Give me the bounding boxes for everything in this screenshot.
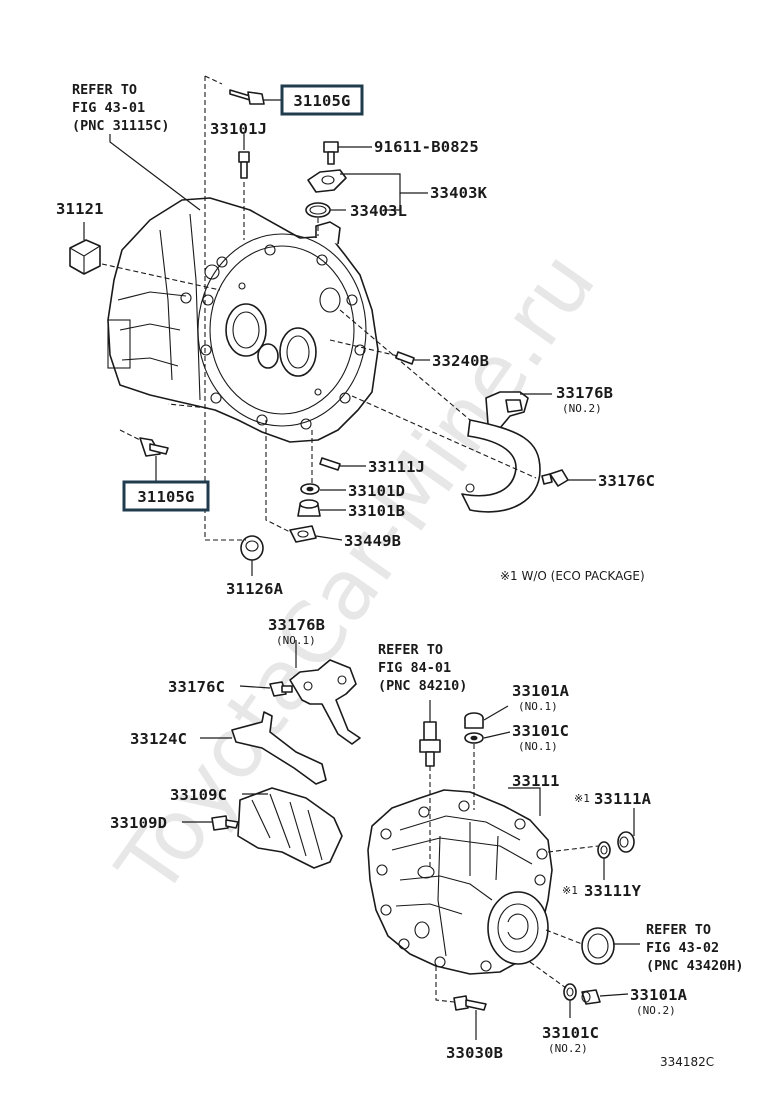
stud-33101j-illustration <box>238 151 250 179</box>
part-label-33176b-no1[interactable]: 33176B (NO.1) <box>268 616 325 647</box>
pin-33111j-illustration <box>319 457 341 471</box>
cover-33109c-illustration <box>237 787 343 869</box>
reference-fig-84-01[interactable]: REFER TO FIG 84-01 (PNC 84210) <box>378 642 467 694</box>
ref-line2: FIG 43-01 <box>72 100 145 116</box>
footnote-eco-package: ※1 W/O (ECO PACKAGE) <box>500 569 645 583</box>
bolt-91611-illustration <box>323 141 339 165</box>
plug-33101a-no2-illustration <box>581 989 601 1005</box>
eco-mark: ※1 <box>562 884 578 897</box>
bracket-33176b-no2-illustration <box>461 391 541 513</box>
part-label-33101c-no1[interactable]: 33101C (NO.1) <box>512 722 569 753</box>
bolt-33176c-low-illustration <box>269 681 293 697</box>
part-label-91611-b0825[interactable]: 91611-B0825 <box>374 138 479 156</box>
plug-31126a-illustration <box>240 535 264 561</box>
part-label-33176b-no2[interactable]: 33176B (NO.2) <box>556 384 613 415</box>
gasket-33449b-illustration <box>289 525 317 543</box>
part-suffix: (NO.2) <box>636 1004 676 1017</box>
part-label-33109c[interactable]: 33109C <box>170 786 227 804</box>
bolt-33030b-illustration <box>453 995 487 1011</box>
clutch-housing-illustration <box>107 197 379 443</box>
part-number: 33111Y <box>584 882 642 900</box>
part-31121-illustration <box>69 239 101 275</box>
pin-33240b-illustration <box>395 351 415 365</box>
highlight-box <box>122 480 210 512</box>
part-number: 33111A <box>594 790 652 808</box>
part-label-33101b[interactable]: 33101B <box>348 502 405 520</box>
part-label-33109d[interactable]: 33109D <box>110 814 167 832</box>
figure-id: 334182C <box>660 1055 714 1069</box>
part-number: 33101A <box>512 682 570 700</box>
part-label-33176c-top[interactable]: 33176C <box>598 472 655 490</box>
part-number: 33101C <box>512 722 569 740</box>
part-number: 33101C <box>542 1024 599 1042</box>
part-suffix: (NO.2) <box>562 402 602 415</box>
ref-line3: (PNC 43420H) <box>646 958 744 974</box>
part-label-31121[interactable]: 31121 <box>56 200 104 218</box>
bolt-33109d-illustration <box>211 815 239 831</box>
part-number: 31105G <box>293 92 350 110</box>
part-label-33030b[interactable]: 33030B <box>446 1044 503 1062</box>
part-label-33101d[interactable]: 33101D <box>348 482 405 500</box>
bolt-31105g-top-illustration <box>229 89 265 105</box>
part-number: 33176B <box>556 384 613 402</box>
upper-guide-lines <box>101 75 537 541</box>
highlight-box <box>280 84 364 116</box>
lower-guide-lines <box>429 744 599 1003</box>
part-label-33240b[interactable]: 33240B <box>432 352 489 370</box>
part-label-33449b[interactable]: 33449B <box>344 532 401 550</box>
part-label-33111y[interactable]: ※1 33111Y <box>562 882 642 900</box>
eco-mark: ※1 <box>574 792 590 805</box>
part-label-33111j[interactable]: 33111J <box>368 458 425 476</box>
lower-leader-lines <box>182 640 640 1040</box>
reference-fig-43-02[interactable]: REFER TO FIG 43-02 (PNC 43420H) <box>646 922 744 974</box>
part-suffix: (NO.1) <box>518 740 558 753</box>
washer-33101c-no2-illustration <box>563 983 577 1001</box>
part-label-33101a-no2[interactable]: 33101A (NO.2) <box>630 986 688 1017</box>
washer-33101d-illustration <box>300 483 320 495</box>
part-label-31105g-top[interactable]: 31105G <box>280 84 364 116</box>
o-ring-33403l-illustration <box>305 202 331 218</box>
part-number: 33101A <box>630 986 688 1004</box>
part-suffix: (NO.1) <box>276 634 316 647</box>
part-number: 31105G <box>137 488 194 506</box>
part-label-31105g-bottom[interactable]: 31105G <box>122 480 210 512</box>
part-label-31126a[interactable]: 31126A <box>226 580 284 598</box>
part-number: 33176B <box>268 616 325 634</box>
bolt-31105g-bottom-illustration <box>139 437 169 457</box>
part-label-33101j[interactable]: 33101J <box>210 120 267 138</box>
reference-fig-43-01[interactable]: REFER TO FIG 43-01 (PNC 31115C) <box>72 82 170 134</box>
part-label-33111[interactable]: 33111 <box>512 772 560 790</box>
plug-33101b-illustration <box>297 499 321 517</box>
ref-line3: (PNC 84210) <box>378 678 467 694</box>
ref-line3: (PNC 31115C) <box>72 118 170 134</box>
part-label-33124c[interactable]: 33124C <box>130 730 187 748</box>
sensor-84210-illustration <box>419 721 441 767</box>
ref-line1: REFER TO <box>378 642 443 658</box>
part-label-33403k[interactable]: 33403K <box>430 184 488 202</box>
ref-line1: REFER TO <box>72 82 137 98</box>
transmission-case-illustration <box>367 789 553 975</box>
ring-33111y-illustration <box>597 841 611 859</box>
bolt-33176c-top-illustration <box>541 469 569 487</box>
plate-33124c-illustration <box>231 711 327 785</box>
part-label-33176c-low[interactable]: 33176C <box>168 678 225 696</box>
washer-33101c-no1-illustration <box>464 732 484 744</box>
plug-33111a-illustration <box>617 831 635 853</box>
ref-line2: FIG 43-02 <box>646 940 719 956</box>
plug-33101a-no1-illustration <box>464 712 484 729</box>
seal-43420h-illustration <box>581 927 615 965</box>
part-label-33101a-no1[interactable]: 33101A (NO.1) <box>512 682 570 713</box>
ref-line1: REFER TO <box>646 922 711 938</box>
part-label-33111a[interactable]: ※1 33111A <box>574 790 652 808</box>
part-suffix: (NO.2) <box>548 1042 588 1055</box>
bracket-33403k-illustration <box>307 169 347 193</box>
ref-line2: FIG 84-01 <box>378 660 451 676</box>
part-label-33403l[interactable]: 33403L <box>350 202 407 220</box>
upper-leader-lines <box>83 99 596 576</box>
bracket-33176b-no1-illustration <box>289 659 361 745</box>
part-label-33101c-no2[interactable]: 33101C (NO.2) <box>542 1024 599 1055</box>
part-suffix: (NO.1) <box>518 700 558 713</box>
